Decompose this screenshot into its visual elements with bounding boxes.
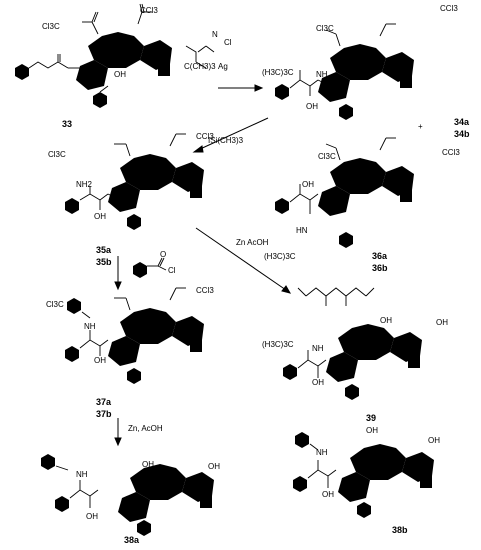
boc-label-34: (H3C)3C (262, 68, 294, 77)
oh-c7-label-39: OH (436, 318, 448, 327)
ccl3-label-36: CCl3 (442, 148, 460, 157)
reagent-zn-acoh-2: Zn, AcOH (128, 424, 163, 433)
molecule-37 (65, 287, 212, 384)
reagent-zn-acoh-1: Zn AcOH (236, 238, 269, 247)
compound-label-36b: 36b (372, 263, 388, 273)
arrow-35-to-37 (114, 256, 122, 291)
compound-label-37b: 37b (96, 409, 112, 419)
molecule-35 (65, 133, 212, 230)
cl3c-label-36: Cl3C (318, 152, 336, 161)
molecule-38a (41, 452, 222, 536)
arrow-33-to-35 (192, 117, 269, 153)
nh-label-37: NH (84, 322, 96, 331)
bzcl-cl-label: Cl (168, 266, 176, 275)
reagent-cl-label: Cl (224, 38, 232, 47)
cl3c-label-37: Cl3C (46, 300, 64, 309)
reagent-tbu-label: C(CH3)3 (184, 62, 216, 71)
nh-label-34: NH (316, 70, 328, 79)
compound-label-35a: 35a (96, 245, 112, 255)
compound-label-33: 33 (62, 119, 73, 129)
oh-label-37: OH (94, 356, 106, 365)
oh-label-35: OH (94, 212, 106, 221)
reagent-n-label: N (212, 30, 218, 39)
molecule-36 (275, 137, 422, 248)
cl3c-label-35: Cl3C (48, 150, 66, 159)
nh-label-38a: NH (76, 470, 88, 479)
cl3c-label-34: Cl3C (316, 24, 334, 33)
ccl3-label-37: CCl3 (196, 286, 214, 295)
oh-label-39: OH (312, 378, 324, 387)
compound-label-34a: 34a (454, 117, 470, 127)
ccl3-label-34: CCl3 (440, 4, 458, 13)
oh-c7-label-38b: OH (428, 436, 440, 445)
molecule-39 (283, 287, 430, 400)
oh-c10-label-39: OH (380, 316, 392, 325)
boc-label-36: (H3C)3C (264, 252, 296, 261)
silver-reagent (185, 45, 215, 69)
nh-label-38b: NH (316, 448, 328, 457)
nh2-label-35: NH2 (76, 180, 93, 189)
nh-label-39: NH (312, 344, 324, 353)
arrow-37-to-38a (114, 418, 122, 447)
reagent-ag-label: Ag (218, 62, 228, 71)
arrow-35-to-39 (195, 227, 292, 294)
cl3c-label-33: Cl3C (42, 22, 60, 31)
boc-label-39: (H3C)3C (262, 340, 294, 349)
reagent-tmsi: ISi(CH3)3 (208, 136, 244, 145)
benzoyl-chloride (133, 257, 167, 278)
compound-label-34b: 34b (454, 129, 470, 139)
compound-label-35b: 35b (96, 257, 112, 267)
molecule-38b (293, 432, 442, 518)
plus-sign: + (418, 122, 423, 131)
oh-c10-label-38a: OH (142, 460, 154, 469)
compound-label-36a: 36a (372, 251, 388, 261)
arrow-33-to-34 (218, 84, 264, 92)
oh-c7-label-38a: OH (208, 462, 220, 471)
oh-c10-label-38b: OH (366, 426, 378, 435)
compound-label-38b: 38b (392, 525, 408, 535)
bzcl-o-label: O (160, 250, 167, 259)
molecule-33 (15, 3, 180, 108)
ccl3-label-35: CCl3 (196, 132, 214, 141)
ccl3-label-33: CCl3 (140, 6, 158, 15)
oh-label-33: OH (114, 70, 126, 79)
oh-label-36: OH (302, 180, 314, 189)
oh-label-34: OH (306, 102, 318, 111)
oh-label-38b: OH (322, 490, 334, 499)
compound-label-37a: 37a (96, 397, 112, 407)
compound-label-39: 39 (366, 413, 377, 423)
molecule-34 (275, 23, 422, 120)
hn-label-36: HN (296, 226, 308, 235)
oh-label-38a: OH (86, 512, 98, 521)
compound-label-38a: 38a (124, 535, 140, 545)
